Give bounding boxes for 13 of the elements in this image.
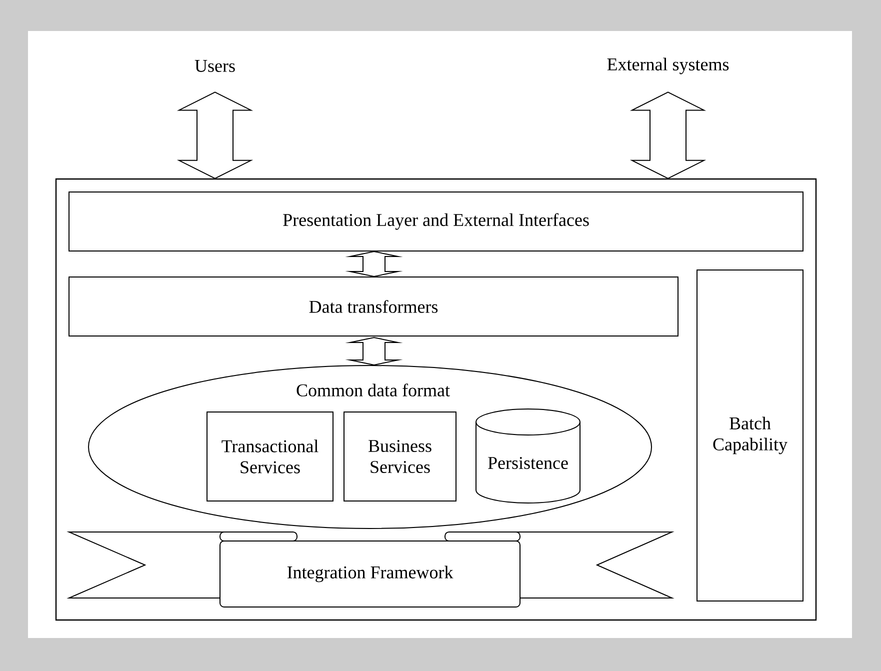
database-cylinder: Persistence (476, 408, 580, 504)
actor-label: External systems (607, 58, 729, 74)
layer-box: Batch Capability (696, 270, 804, 602)
layer-box: Data transformers (68, 276, 678, 336)
system-box (55, 178, 817, 621)
layer-box: Presentation Layer and External Interfaces (68, 192, 804, 252)
node-label: Persistence (488, 456, 568, 470)
double-arrow (630, 92, 706, 179)
layer-box: Business Services (344, 412, 456, 502)
double-arrow (176, 92, 254, 179)
layer-box: Transactional Services (206, 412, 334, 502)
actor-label: Users (194, 60, 235, 72)
banner: Integration Framework (66, 532, 674, 608)
